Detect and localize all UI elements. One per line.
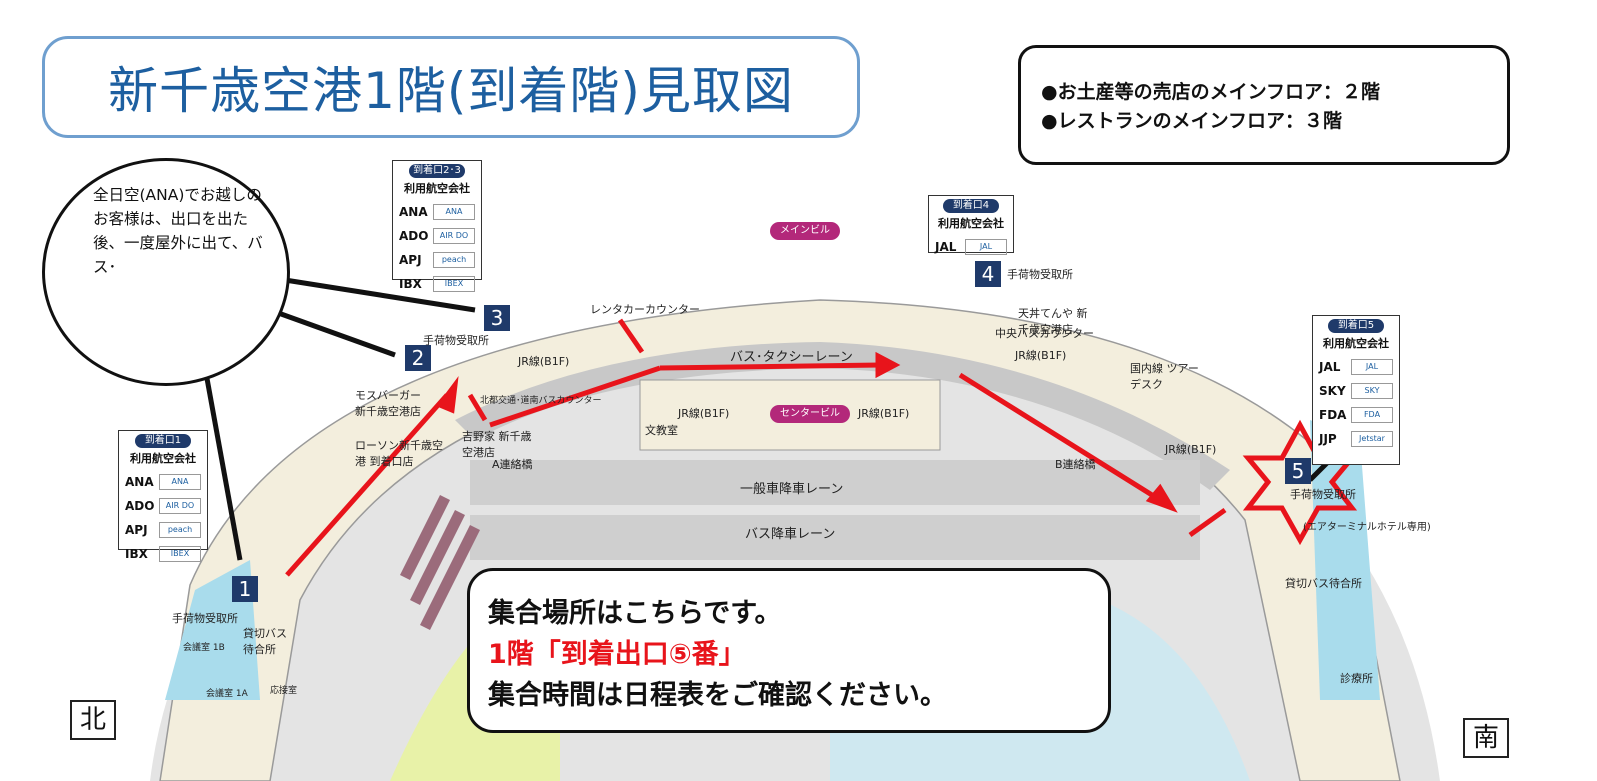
panel-sub: 利用航空会社 — [404, 182, 470, 195]
panel-header: 到着口5 — [1328, 319, 1384, 333]
ana-note-bubble: 全日空(ANA)でお越しのお客様は、出口を出た後、一度屋外に出て、バス･ — [42, 158, 290, 386]
panel-header: 到着口2･3 — [409, 164, 465, 178]
b-bridge-label: B連絡橋 — [1055, 458, 1096, 471]
general-car-lane — [470, 460, 1200, 505]
meeting-line-1: 集合場所はこちらです。 — [488, 598, 782, 629]
airline-code: JAL — [1319, 360, 1341, 374]
airline-code: JJP — [1319, 432, 1337, 446]
airline-code: APJ — [399, 253, 422, 267]
charter-bus-label-1: 貸切バス 待合所 — [243, 627, 287, 656]
info-line-restaurants: ●レストランのメインフロア：３階 — [1041, 110, 1343, 132]
south-marker: 南 — [1463, 718, 1509, 758]
tendon-label: 天丼てんや 新千歳空港店 — [1018, 307, 1088, 336]
gate-1-airline-panel: 到着口1 利用航空会社 ANA ANA ADO AIR DO APJ peach IB… — [118, 430, 208, 562]
reception-label: 応接室 — [270, 686, 298, 696]
airline-code: SKY — [1319, 384, 1346, 398]
clinic-label: 診療所 — [1340, 672, 1373, 685]
airline-code: ANA — [125, 475, 154, 489]
bus-lane-label: バス降車レーン — [745, 527, 836, 542]
jr-label-2: JR線(B1F) — [678, 407, 730, 420]
airline-logo-icon: AIR DO — [159, 498, 201, 514]
gate-5-airline-panel: 到着口5 利用航空会社 JAL JAL SKY SKY FDA FDA JJP Jets… — [1312, 315, 1400, 465]
meeting-1a-label: 会議室 1A — [206, 689, 248, 699]
classroom-label: 文教室 — [645, 424, 678, 437]
terminal-wing-south — [1310, 420, 1380, 700]
baggage-label-4: 手荷物受取所 — [1007, 268, 1073, 281]
center-building-label: センタービル — [770, 405, 850, 423]
airline-code: APJ — [125, 523, 148, 537]
charter-bus-label-2: 貸切バス待合所 — [1285, 577, 1362, 590]
airline-logo-icon: Jetstar — [1351, 431, 1393, 447]
gate-3-badge: 3 — [484, 305, 510, 331]
airline-logo-icon: IBEX — [433, 276, 475, 292]
north-marker: 北 — [70, 700, 116, 740]
meeting-line-2: 1階「到着出口⑤番」 — [488, 639, 746, 670]
gate-2-badge: 2 — [405, 345, 431, 371]
baggage-label-23: 手荷物受取所 — [423, 334, 489, 347]
airline-code: ANA — [399, 205, 428, 219]
gate-4-airline-panel: 到着口4 利用航空会社 JAL JAL — [928, 195, 1014, 255]
jr-label-1: JR線(B1F) — [518, 355, 570, 368]
vehicle-direction-arrows — [400, 495, 480, 630]
panel-header: 到着口1 — [135, 434, 191, 448]
baggage-label-5: 手荷物受取所 — [1290, 488, 1356, 501]
meeting-point-box: 集合場所はこちらです。 1階「到着出口⑤番」 集合時間は日程表をご確認ください。 — [467, 568, 1111, 733]
general-lane-label: 一般車降車レーン — [740, 482, 844, 497]
airline-logo-icon: JAL — [965, 239, 1007, 255]
jr-label-4: JR線(B1F) — [1015, 349, 1067, 362]
title-box: 新千歳空港1階(到着階)見取図 — [42, 36, 860, 138]
a-bridge-label: A連絡橋 — [492, 458, 533, 471]
gate-1-badge: 1 — [232, 576, 258, 602]
airline-code: ADO — [125, 499, 155, 513]
gate-4-badge: 4 — [975, 261, 1001, 287]
mos-label: モスバーガー 新千歳空港店 — [355, 389, 421, 418]
ana-note-text: 全日空(ANA)でお越しのお客様は、出口を出た後、一度屋外に出て、バス･ — [93, 186, 263, 276]
airline-code: IBX — [399, 277, 422, 291]
airline-logo-icon: ANA — [433, 204, 475, 220]
yoshinoya-label: 吉野家 新千歳空港店 — [462, 430, 532, 459]
airline-logo-icon: ANA — [159, 474, 201, 490]
airline-code: FDA — [1319, 408, 1347, 422]
hotel-label: (エアターミナルホテル専用) — [1303, 522, 1431, 533]
panel-sub: 利用航空会社 — [938, 217, 1004, 230]
airline-code: ADO — [399, 229, 429, 243]
meeting-1b-label: 会議室 1B — [183, 643, 225, 653]
domestic-tour-label: 国内線 ツアーデスク — [1130, 362, 1199, 391]
panel-header: 到着口4 — [943, 199, 999, 213]
route-arrows — [285, 318, 1227, 577]
panel-sub: 利用航空会社 — [1323, 337, 1389, 350]
bus-taxi-lane-label: バス･タクシーレーン — [730, 350, 853, 365]
baggage-label-1: 手荷物受取所 — [172, 612, 238, 625]
airline-logo-icon: peach — [433, 252, 475, 268]
jr-label-5: JR線(B1F) — [1165, 443, 1217, 456]
panel-sub: 利用航空会社 — [130, 452, 196, 465]
airline-logo-icon: FDA — [1351, 407, 1393, 423]
info-line-shops: ●お土産等の売店のメインフロア：２階 — [1041, 81, 1381, 103]
lawson-label: ローソン新千歳空港 到着口店 — [355, 439, 443, 468]
airline-logo-icon: IBEX — [159, 546, 201, 562]
jr-label-3: JR線(B1F) — [858, 407, 910, 420]
bus-drop-lane — [470, 515, 1200, 560]
bus-counter-label: 中央バスカウンター — [995, 327, 1094, 340]
airline-code: JAL — [935, 240, 957, 254]
meeting-line-3: 集合時間は日程表をご確認ください。 — [488, 680, 947, 711]
airline-logo-icon: JAL — [1351, 359, 1393, 375]
hokuto-label: 北都交通･道南バスカウンター — [480, 396, 602, 406]
floor-info-box: ●お土産等の売店のメインフロア：２階 ●レストランのメインフロア：３階 — [1018, 45, 1510, 165]
gate-5-badge: 5 — [1285, 458, 1311, 484]
airline-logo-icon: peach — [159, 522, 201, 538]
page-title: 新千歳空港1階(到着階)見取図 — [108, 62, 794, 120]
main-building-label: メインビル — [770, 222, 840, 240]
bus-taxi-lane — [455, 342, 1230, 490]
airline-logo-icon: SKY — [1351, 383, 1393, 399]
airline-code: IBX — [125, 547, 148, 561]
airline-logo-icon: AIR DO — [433, 228, 475, 244]
rentacar-label: レンタカーカウンター — [590, 303, 700, 316]
